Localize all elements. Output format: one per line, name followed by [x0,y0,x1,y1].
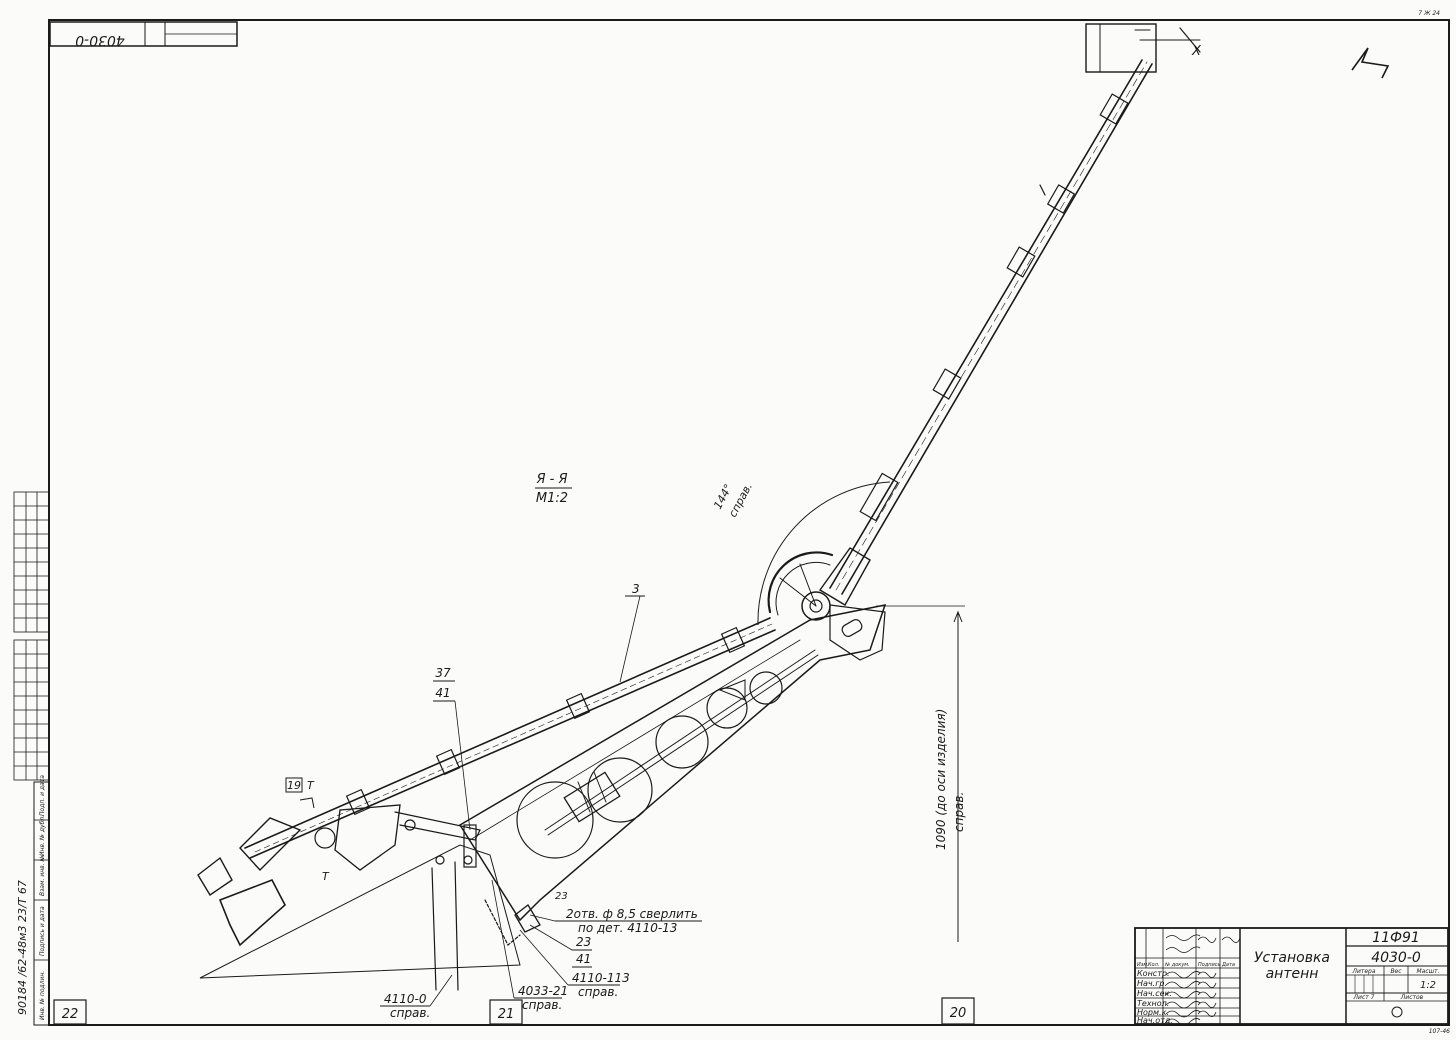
lightening-hole-3 [655,715,709,769]
callout-37-41: 37 41 [433,666,471,831]
title-product: 11Ф91 [1372,930,1420,946]
svg-text:Нач.отд.: Нач.отд. [1137,1016,1173,1025]
svg-text:Подп. и дата: Подп. и дата [39,775,46,816]
svg-text:Взам. инв. №: Взам. инв. № [39,855,46,896]
svg-text:Норм.к.: Норм.к. [1137,1008,1169,1017]
drawing-frame [48,19,1450,1026]
svg-text:Листов: Листов [1400,994,1424,1001]
svg-text:20: 20 [950,1006,967,1021]
slot [841,619,863,637]
ref-23-small: 23 [555,891,568,902]
svg-text:Нач.сек.: Нач.сек. [1137,989,1172,998]
title-name-2: антенн [1266,966,1319,982]
svg-text:Лист 7: Лист 7 [1353,994,1375,1001]
title-rows: Изм. Констр. Нач.гр. Нач.сек. Технол. Но… [1137,962,1235,1025]
svg-text:3: 3 [632,582,640,596]
side-stamp-handwritten: 90184 /62-48м3 23/Т 67 [16,880,29,1015]
title-name-1: Установка [1254,950,1330,966]
svg-text:22: 22 [62,1007,79,1022]
top-mount [1085,23,1157,73]
svg-text:Подпись и дата: Подпись и дата [39,906,46,956]
svg-text:№ докум.: № докум. [1164,962,1190,968]
mast-clevis [818,547,871,606]
zone-21: 21 [489,999,523,1025]
svg-text:41: 41 [435,686,450,700]
handwritten-mark [1351,47,1390,79]
svg-text:4110-113: 4110-113 [572,971,630,985]
svg-text:Констр.: Констр. [1137,969,1169,978]
letter-x: Х [1191,44,1202,59]
callout-3: 3 [619,582,645,683]
title-scale-value: 1:2 [1420,980,1436,991]
svg-text:Кол.: Кол. [1148,962,1159,968]
corner-code-text: 4030-0 [75,32,125,48]
svg-text:41: 41 [576,952,591,966]
lightening-hole-1 [516,781,594,859]
title-block [1134,927,1449,1025]
side-stamp: Инв. № подлин. Подпись и дата Взам. инв.… [16,775,49,1020]
side-stamp-frame [33,781,50,1026]
svg-text:справ.: справ. [390,1006,430,1020]
lightening-hole-2 [587,757,653,823]
height-dimension [876,605,965,942]
svg-text:19: 19 [287,779,301,792]
svg-text:Вес: Вес [1390,968,1402,975]
pivot-hub [801,591,831,621]
lightening-hole-5 [749,671,783,705]
svg-text:37: 37 [435,666,451,680]
svg-text:Технол.: Технол. [1137,999,1169,1008]
svg-text:Дата: Дата [1221,962,1235,968]
svg-text:4110-0: 4110-0 [384,992,427,1006]
svg-text:Масшт.: Масшт. [1416,968,1439,975]
base-support-outline [199,844,521,979]
antenna-assembly [197,23,1201,991]
top-right-mark: 7 Ж 24 [1418,10,1440,17]
svg-text:2отв. ф 8,5 сверлить: 2отв. ф 8,5 сверлить [566,907,698,921]
ref-4110-0: 4110-0 справ. [380,974,453,1020]
signatures [1165,934,1241,1026]
dim-height-note: справ. [952,792,966,832]
svg-text:Инв. № дубл.: Инв. № дубл. [39,815,46,856]
svg-text:справ.: справ. [522,998,562,1012]
antenna-end-flange [218,878,286,947]
angle-arc [757,481,891,626]
callout-19: 19 Т [285,777,315,809]
toothed-sector [767,551,834,614]
dim-height-label: 1090 (до оси изделия) [934,709,948,850]
section-title: Я - Я [535,472,567,487]
svg-text:справ.: справ. [578,985,618,999]
zone-20: 20 [941,997,975,1025]
lower-arm-tube [244,617,771,849]
svg-text:4033-21: 4033-21 [518,984,568,998]
ref-4033-21: 4033-21 справ. [491,879,568,1012]
actuator-cylinder [563,771,621,823]
zone-22: 22 [53,999,87,1025]
left-margin-grid-upper [13,491,50,633]
svg-text:Изм.: Изм. [1137,962,1149,968]
callout-23-41: 23 41 [529,924,592,968]
svg-text:Инв. № подлин.: Инв. № подлин. [39,971,46,1020]
svg-text:23: 23 [576,935,591,949]
note-holes: 2отв. ф 8,5 сверлить по дет. 4110-13 23 [529,891,702,935]
title-doc-number: 4030-0 [1371,950,1421,966]
svg-text:Нач.гр.: Нач.гр. [1137,979,1167,988]
triangular-frame [458,604,887,922]
antenna-mast [829,59,1143,589]
svg-text:Литера: Литера [1351,968,1375,975]
svg-text:Т: Т [307,779,315,792]
section-scale: М1:2 [536,491,568,506]
corner-code-box: 4030-0 [49,21,238,48]
lightening-hole-4 [706,687,748,729]
left-margin-grid-lower [13,639,50,781]
svg-text:21: 21 [498,1007,515,1022]
ref-4110-113: 4110-113 справ. [519,929,630,999]
svg-text:Подпись: Подпись [1198,962,1221,968]
svg-text:по дет. 4110-13: по дет. 4110-13 [578,921,677,935]
bottom-right-mark: 107-46 [1429,1028,1450,1035]
letter-t-lower: Т [322,870,330,883]
